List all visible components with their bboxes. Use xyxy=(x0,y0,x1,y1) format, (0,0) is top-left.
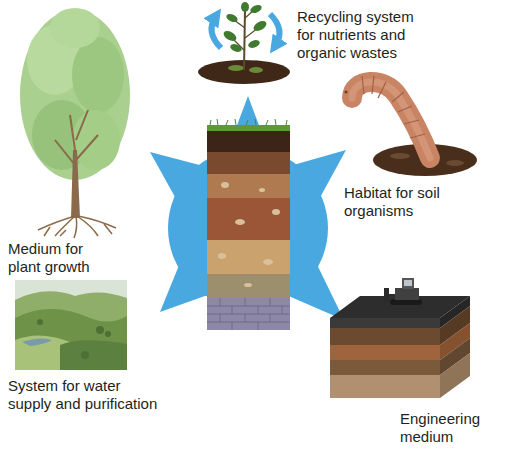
function-label: System for water supply and purification xyxy=(8,377,168,413)
soil-profile xyxy=(207,119,290,330)
earthworm-icon xyxy=(345,76,478,176)
ray-arrow xyxy=(286,150,346,204)
function-label: Recycling system for nutrients and organ… xyxy=(297,8,425,62)
function-label: Medium for plant growth xyxy=(8,240,110,276)
ray-arrow xyxy=(281,258,345,320)
ray-arrow xyxy=(150,152,209,205)
tree-icon xyxy=(20,8,130,238)
engineering-block xyxy=(330,278,470,398)
radiating-arrows xyxy=(150,96,346,320)
function-label: Engineering medium xyxy=(400,410,504,446)
landscape-photo xyxy=(15,280,127,370)
function-label: Habitat for soil organisms xyxy=(344,184,466,220)
sapling-icon xyxy=(198,2,290,84)
bulldozer-icon xyxy=(384,278,422,305)
